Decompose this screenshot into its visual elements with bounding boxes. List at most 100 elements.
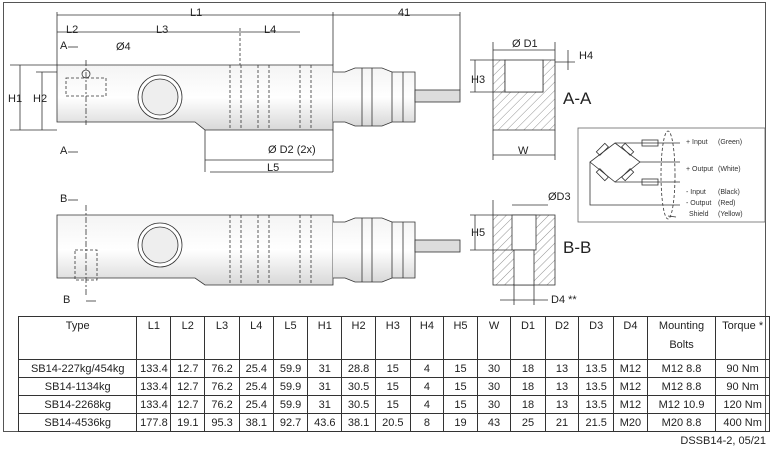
table-cell: 31: [307, 395, 343, 414]
table-cell: 59.9: [272, 359, 309, 378]
table-cell: 4: [409, 359, 445, 378]
table-cell: 15: [443, 377, 478, 396]
table-cell: M12: [613, 377, 648, 396]
table-cell: M12 8.8: [646, 359, 717, 378]
table-cell: 15: [443, 359, 478, 378]
column-header: D4: [613, 316, 648, 360]
column-header: L5: [272, 316, 309, 360]
section-b-b: [470, 200, 556, 305]
dim-d1: Ø D1: [512, 38, 538, 50]
table-cell: 38.1: [341, 413, 376, 432]
table-cell: SB14-2268kg: [17, 395, 138, 414]
table-cell: 76.2: [204, 395, 240, 414]
section-b-marker-bottom: B: [63, 294, 71, 306]
table-cell: M12: [613, 359, 648, 378]
table-cell: 30.5: [341, 377, 376, 396]
dim-d3: ØD3: [548, 191, 571, 203]
table-cell: 15: [374, 377, 411, 396]
table-cell: M20 8.8: [646, 413, 717, 432]
table-cell: 30: [476, 377, 512, 396]
wire-color: (Black): [718, 189, 740, 196]
table-cell: SB14-1134kg: [17, 377, 138, 396]
dim-d4: D4 **: [551, 294, 577, 306]
dim-l5: L5: [267, 162, 280, 174]
table-cell: 30.5: [341, 395, 376, 414]
column-header: L3: [204, 316, 240, 360]
dim-d2: Ø D2 (2x): [268, 144, 316, 156]
table-cell: 19: [443, 413, 478, 432]
dim-41: 41: [398, 7, 411, 19]
table-cell: 92.7: [272, 413, 309, 432]
table-cell: 19.1: [170, 413, 206, 432]
section-a-marker-top: A: [60, 40, 68, 52]
section-a-a: [470, 42, 575, 160]
table-cell: M12 10.9: [646, 395, 717, 414]
table-cell: 4: [409, 377, 445, 396]
wire-color: (White): [718, 166, 741, 173]
column-header: Torque *: [715, 316, 770, 360]
column-header: Type: [17, 316, 138, 360]
column-header: W: [476, 316, 512, 360]
table-cell: 59.9: [272, 377, 309, 396]
wire-signal: + Input: [686, 139, 708, 146]
table-cell: 30: [476, 359, 512, 378]
wire-color: (Yellow): [718, 211, 743, 218]
dim-h4: H4: [579, 50, 594, 62]
table-cell: 21: [544, 413, 580, 432]
table-cell: 12.7: [170, 359, 206, 378]
dim-h2: H2: [33, 93, 48, 105]
dim-l2: L2: [66, 24, 79, 36]
table-cell: 15: [374, 395, 411, 414]
column-header: H1: [307, 316, 343, 360]
wire-signal: + Output: [686, 166, 714, 173]
column-header: D2: [544, 316, 580, 360]
column-header: L2: [170, 316, 206, 360]
table-cell: 15: [443, 395, 478, 414]
wire-signal: - Input: [686, 189, 706, 196]
dim-w: W: [518, 145, 529, 157]
table-cell: 4: [409, 395, 445, 414]
table-cell: 28.8: [341, 359, 376, 378]
table-cell: 76.2: [204, 377, 240, 396]
table-cell: 18: [510, 359, 546, 378]
column-header: L1: [136, 316, 172, 360]
table-cell: 90 Nm: [715, 359, 770, 378]
top-view: [10, 12, 461, 173]
table-cell: 25.4: [238, 395, 274, 414]
table-cell: 13.5: [578, 359, 615, 378]
table-cell: 25: [510, 413, 546, 432]
table-cell: 76.2: [204, 359, 240, 378]
table-cell: 8: [409, 413, 445, 432]
table-cell: 13.5: [578, 395, 615, 414]
table-cell: M12: [613, 395, 648, 414]
column-header: H4: [409, 316, 445, 360]
section-b-marker-top: B: [60, 193, 68, 205]
table-cell: 13: [544, 395, 580, 414]
table-cell: 31: [307, 377, 343, 396]
table-cell: 95.3: [204, 413, 240, 432]
dim-l3: L3: [156, 24, 169, 36]
table-cell: 12.7: [170, 377, 206, 396]
table-cell: 133.4: [136, 395, 172, 414]
wire-signal: - Output: [686, 200, 712, 207]
table-cell: 30: [476, 395, 512, 414]
table-cell: 133.4: [136, 359, 172, 378]
table-cell: SB14-227kg/454kg: [17, 359, 138, 378]
table-cell: 43: [476, 413, 512, 432]
column-header: H2: [341, 316, 376, 360]
table-cell: SB14-4536kg: [17, 413, 138, 432]
table-cell: 13: [544, 359, 580, 378]
table-cell: 25.4: [238, 377, 274, 396]
dim-h5: H5: [471, 227, 486, 239]
table-cell: 12.7: [170, 395, 206, 414]
document-code: DSSB14-2, 05/21: [680, 435, 766, 447]
bottom-view: [56, 199, 461, 302]
table-cell: 20.5: [374, 413, 411, 432]
dim-h1: H1: [8, 93, 23, 105]
